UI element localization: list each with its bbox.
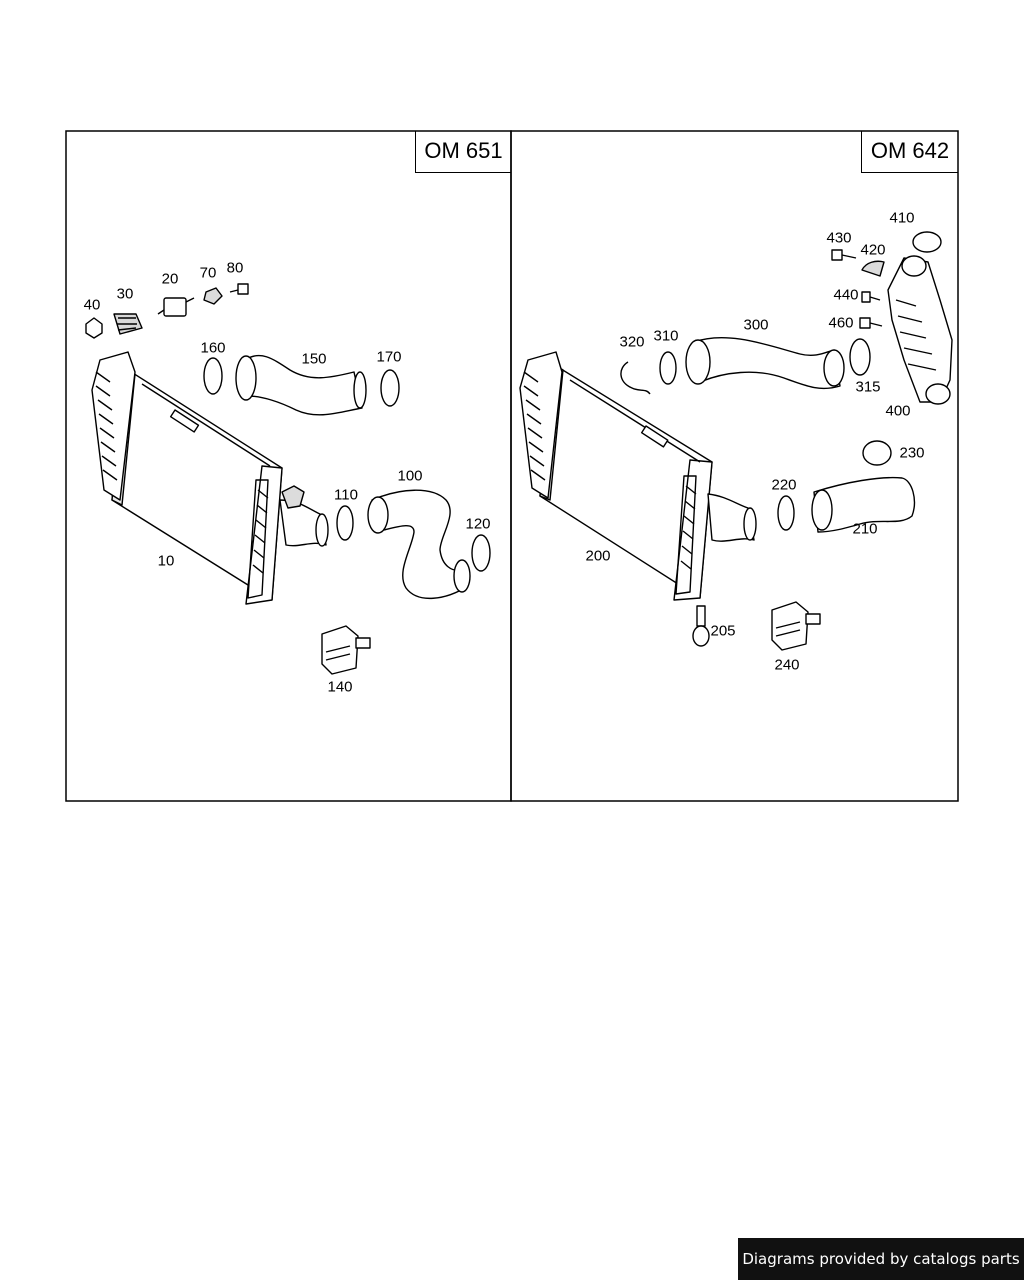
intercooler-200 xyxy=(519,351,757,601)
charge-air-hose-300 xyxy=(685,336,845,390)
callout-140: 140 xyxy=(327,678,353,696)
grommet-30 xyxy=(113,313,143,335)
o-ring-120 xyxy=(471,534,491,572)
pin-205 xyxy=(692,605,710,647)
callout-230: 230 xyxy=(899,444,925,462)
callout-410: 410 xyxy=(889,209,915,227)
o-ring-160 xyxy=(203,357,223,395)
charge-air-pipe-400 xyxy=(887,255,953,405)
callout-40: 40 xyxy=(83,296,101,314)
callout-80: 80 xyxy=(226,259,244,277)
clip-420 xyxy=(861,260,885,277)
engine-tag-om651: OM 651 xyxy=(415,131,511,173)
o-ring-110 xyxy=(336,505,354,541)
callout-110: 110 xyxy=(334,486,358,504)
charge-air-hose-100 xyxy=(367,489,471,600)
bolt-430 xyxy=(831,249,857,261)
callout-205: 205 xyxy=(710,622,736,640)
bracket-240 xyxy=(771,601,821,651)
o-ring-230 xyxy=(862,440,892,466)
callout-400: 400 xyxy=(885,402,911,420)
callout-70: 70 xyxy=(199,264,217,282)
callout-20: 20 xyxy=(161,270,179,288)
footer-credit: Diagrams provided by catalogs parts xyxy=(738,1238,1024,1280)
callout-120: 120 xyxy=(465,515,491,533)
o-ring-315 xyxy=(849,338,871,376)
o-ring-410 xyxy=(912,231,942,253)
o-ring-170 xyxy=(380,369,400,407)
callout-300: 300 xyxy=(743,316,769,334)
bolt-460 xyxy=(859,317,883,329)
callout-10: 10 xyxy=(157,552,175,570)
callout-220: 220 xyxy=(771,476,797,494)
o-ring-310 xyxy=(659,351,677,385)
nut-40 xyxy=(85,317,103,339)
callout-460: 460 xyxy=(828,314,854,332)
callout-420: 420 xyxy=(860,241,886,259)
callout-315: 315 xyxy=(855,378,881,396)
bolt-80 xyxy=(229,283,249,295)
callout-210: 210 xyxy=(852,520,878,538)
callout-310: 310 xyxy=(653,327,679,345)
bushing-20 xyxy=(157,297,195,317)
callout-240: 240 xyxy=(774,656,800,674)
callout-100: 100 xyxy=(397,467,423,485)
callout-160: 160 xyxy=(200,339,226,357)
callout-170: 170 xyxy=(376,348,402,366)
o-ring-220 xyxy=(777,495,795,531)
callout-430: 430 xyxy=(826,229,852,247)
clip-320 xyxy=(620,361,651,395)
intercooler-10 xyxy=(91,351,329,605)
bracket-140 xyxy=(321,625,371,675)
callout-440: 440 xyxy=(833,286,859,304)
engine-tag-om642: OM 642 xyxy=(861,131,958,173)
charge-air-hose-150 xyxy=(235,354,367,416)
callout-200: 200 xyxy=(585,547,611,565)
callout-150: 150 xyxy=(301,350,327,368)
callout-320: 320 xyxy=(619,333,645,351)
clip-70 xyxy=(203,287,223,305)
panel-frame-om642 xyxy=(510,130,959,802)
charge-air-hose-210 xyxy=(811,476,916,533)
bolt-440 xyxy=(861,291,881,303)
callout-30: 30 xyxy=(116,285,134,303)
